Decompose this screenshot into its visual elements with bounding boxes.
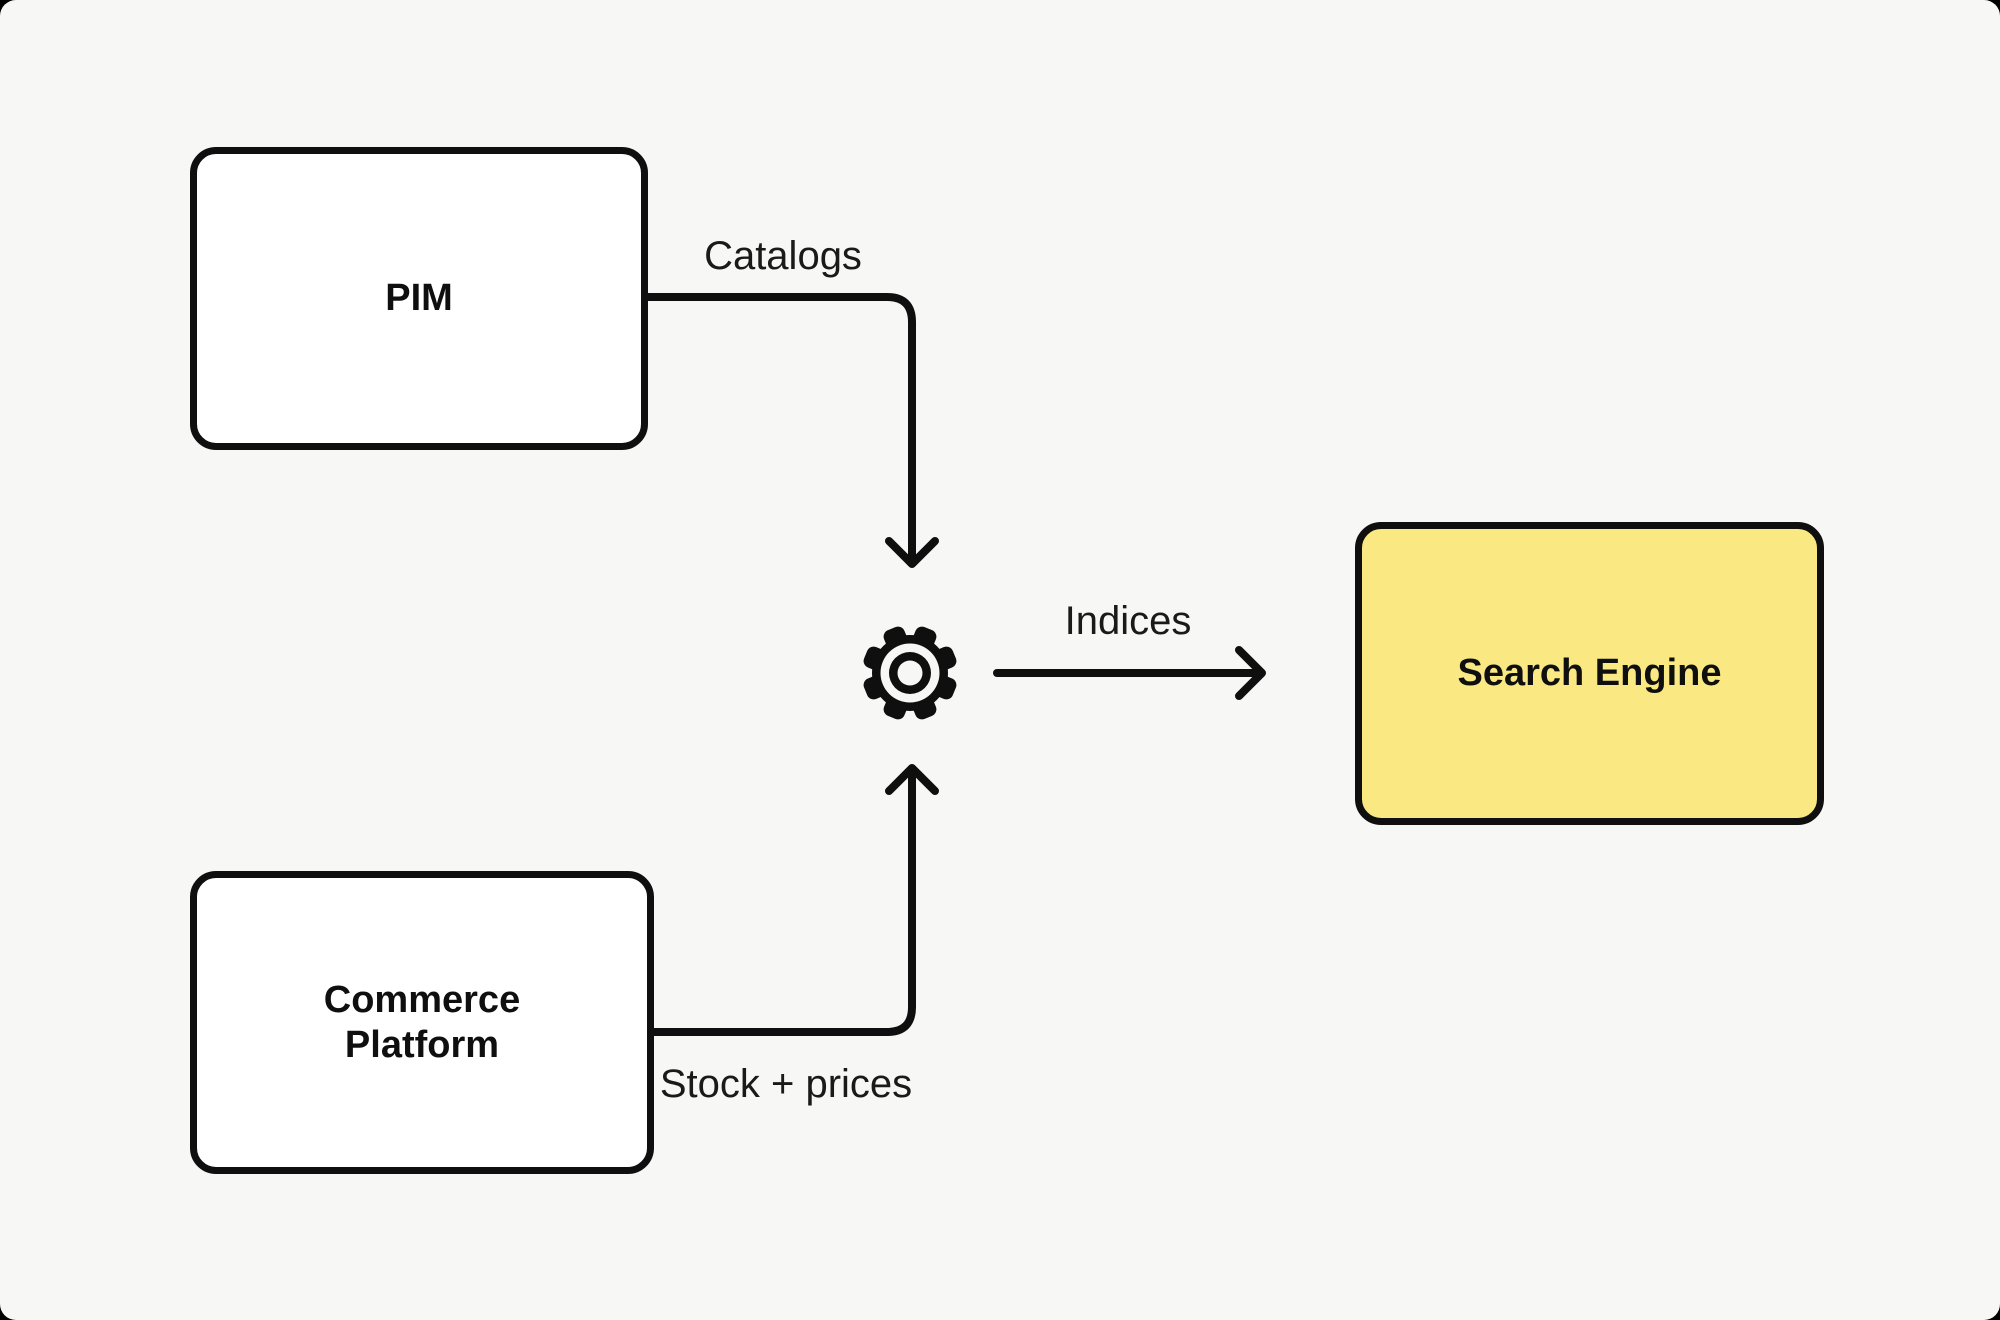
arrowhead-down-icon xyxy=(885,537,939,568)
edge-label-stock-prices: Stock + prices xyxy=(659,1062,913,1106)
edge-stock-arrow xyxy=(647,764,939,1036)
edge-catalogs-arrow xyxy=(641,293,939,568)
edge-label-indices: Indices xyxy=(1064,599,1192,643)
node-commerce-platform-label: Commerce Platform xyxy=(323,979,521,1066)
edge-catalogs-line xyxy=(641,293,916,564)
gear-icon xyxy=(863,626,957,720)
arrowhead-right-icon xyxy=(1235,646,1266,700)
node-pim: PIM xyxy=(190,147,648,450)
edge-indices-arrow xyxy=(993,646,1266,700)
node-commerce-platform: Commerce Platform xyxy=(190,871,654,1174)
arrowhead-up-icon xyxy=(885,764,939,795)
edge-stock-line xyxy=(647,768,916,1036)
node-search-engine: Search Engine xyxy=(1355,522,1824,825)
node-pim-label: PIM xyxy=(385,277,453,320)
node-search-engine-label: Search Engine xyxy=(1457,652,1722,695)
edge-label-catalogs: Catalogs xyxy=(704,234,862,278)
